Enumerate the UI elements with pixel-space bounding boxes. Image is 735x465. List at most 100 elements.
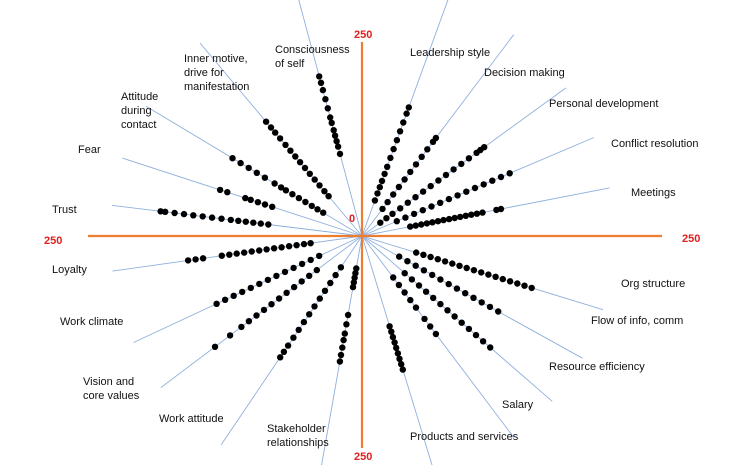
spoke-label-line: of self bbox=[275, 58, 305, 70]
spoke-label-consciousness-of-self: Consciousness of self bbox=[275, 44, 350, 70]
data-point-org-structure-0 bbox=[413, 249, 420, 256]
data-point-attitude-during-contact-12 bbox=[237, 159, 244, 167]
data-point-inner-motive-drive-for-manifestation-3 bbox=[311, 176, 318, 183]
data-point-products-and-services-5 bbox=[394, 350, 402, 357]
spoke-label-line: Products and services bbox=[410, 431, 519, 443]
data-point-vision-and-core-values-6 bbox=[268, 301, 275, 308]
spoke-line-resource-efficiency bbox=[361, 235, 553, 402]
data-point-inner-motive-drive-for-manifestation-4 bbox=[306, 170, 313, 177]
spoke-label-line: Flow of info, comm bbox=[591, 315, 683, 327]
data-point-loyalty-12 bbox=[218, 252, 225, 259]
data-point-vision-and-core-values-12 bbox=[211, 343, 219, 350]
spoke-label-line: Loyalty bbox=[52, 264, 87, 276]
data-point-conflict-resolution-10 bbox=[480, 181, 487, 188]
data-point-meetings-8 bbox=[451, 214, 458, 222]
data-point-products-and-services-6 bbox=[396, 355, 403, 362]
data-point-trust-0 bbox=[265, 221, 272, 228]
data-point-salary-0 bbox=[390, 274, 397, 281]
spoke-line-conflict-resolution bbox=[361, 137, 595, 237]
spoke-label-loyalty: Loyalty bbox=[52, 264, 87, 276]
data-point-flow-of-info-comm-1 bbox=[404, 258, 411, 265]
data-point-decision-making-1 bbox=[384, 198, 391, 206]
spoke-label-line: Trust bbox=[52, 204, 77, 216]
data-point-leadership-style-9 bbox=[396, 128, 404, 135]
spoke-label-line: Attitude bbox=[121, 91, 158, 103]
spoke-label-vision-and-core-values: Vision and core values bbox=[83, 376, 140, 402]
data-point-resource-efficiency-11 bbox=[479, 338, 487, 345]
data-point-flow-of-info-comm-12 bbox=[495, 308, 502, 315]
spoke-label-work-climate: Work climate bbox=[60, 316, 123, 328]
data-point-loyalty-4 bbox=[278, 244, 285, 251]
data-point-inner-motive-drive-for-manifestation-7 bbox=[292, 153, 299, 160]
data-point-work-attitude-3 bbox=[321, 287, 329, 294]
data-point-meetings-9 bbox=[457, 213, 464, 221]
data-point-vision-and-core-values-10 bbox=[238, 323, 245, 331]
spoke-line-work-attitude bbox=[220, 235, 363, 446]
data-point-decision-making-7 bbox=[418, 153, 425, 160]
data-point-stakeholder-relationships-7 bbox=[341, 330, 348, 337]
data-point-meetings-0 bbox=[407, 223, 414, 230]
data-point-attitude-during-contact-8 bbox=[271, 180, 278, 187]
data-point-work-attitude-4 bbox=[316, 295, 323, 302]
data-point-products-and-services-7 bbox=[398, 361, 405, 368]
spoke-line-attitude-during-contact bbox=[145, 105, 363, 237]
axis-label-bottom: 250 bbox=[354, 451, 372, 463]
data-point-org-structure-15 bbox=[521, 282, 528, 289]
data-point-personal-development-6 bbox=[419, 188, 427, 195]
data-point-trust-13 bbox=[157, 208, 164, 215]
data-point-meetings-6 bbox=[440, 216, 447, 224]
data-point-trust-7 bbox=[208, 214, 216, 221]
data-point-decision-making-2 bbox=[390, 191, 397, 198]
data-point-org-structure-7 bbox=[463, 264, 470, 272]
data-point-inner-motive-drive-for-manifestation-13 bbox=[262, 118, 270, 125]
data-point-stakeholder-relationships-11 bbox=[336, 358, 344, 365]
data-point-resource-efficiency-8 bbox=[458, 319, 465, 326]
data-point-resource-efficiency-0 bbox=[401, 270, 408, 277]
spoke-label-flow-of-info-comm: Flow of info, comm bbox=[591, 315, 683, 327]
data-point-org-structure-16 bbox=[528, 284, 535, 292]
data-point-trust-10 bbox=[180, 210, 188, 218]
spoke-label-line: Consciousness bbox=[275, 44, 350, 56]
data-point-flow-of-info-comm-9 bbox=[470, 294, 477, 301]
spoke-label-leadership-style: Leadership style bbox=[410, 47, 490, 59]
data-point-trust-5 bbox=[227, 216, 234, 224]
spoke-label-line: during bbox=[121, 105, 152, 117]
spoke-label-fear: Fear bbox=[78, 144, 101, 156]
data-point-attitude-during-contact-13 bbox=[229, 155, 236, 162]
data-point-conflict-resolution-8 bbox=[463, 188, 470, 195]
data-point-attitude-during-contact-0 bbox=[320, 209, 327, 216]
data-point-trust-1 bbox=[257, 220, 264, 227]
spoke-label-line: Vision and bbox=[83, 376, 134, 388]
spoke-label-line: drive for bbox=[184, 67, 224, 79]
spoke-label-meetings: Meetings bbox=[631, 187, 676, 199]
data-point-leadership-style-0 bbox=[371, 197, 379, 204]
data-point-fear-2 bbox=[254, 199, 262, 206]
spoke-label-line: relationships bbox=[267, 437, 329, 449]
spoke-label-personal-development: Personal development bbox=[549, 98, 658, 110]
spoke-line-decision-making bbox=[361, 34, 515, 237]
data-point-personal-development-11 bbox=[458, 160, 465, 168]
data-point-work-attitude-9 bbox=[290, 334, 297, 341]
data-point-work-attitude-6 bbox=[306, 311, 313, 318]
data-point-conflict-resolution-12 bbox=[497, 173, 505, 181]
data-point-products-and-services-2 bbox=[389, 333, 397, 341]
data-point-salary-3 bbox=[407, 296, 414, 304]
data-point-work-attitude-10 bbox=[284, 342, 292, 349]
spoke-line-work-climate bbox=[133, 235, 363, 343]
data-point-personal-development-4 bbox=[404, 199, 411, 206]
spoke-label-line: Inner motive, bbox=[184, 53, 248, 65]
spoke-label-trust: Trust bbox=[52, 204, 77, 216]
data-point-vision-and-core-values-1 bbox=[306, 272, 313, 279]
data-point-work-climate-3 bbox=[290, 264, 297, 272]
data-point-leadership-style-11 bbox=[403, 110, 410, 117]
data-point-flow-of-info-comm-6 bbox=[445, 280, 452, 288]
data-point-stakeholder-relationships-5 bbox=[344, 311, 352, 319]
data-point-leadership-style-4 bbox=[381, 170, 388, 178]
spoke-label-line: core values bbox=[83, 390, 140, 402]
data-point-meetings-7 bbox=[445, 215, 453, 223]
data-point-personal-development-9 bbox=[442, 171, 450, 179]
data-point-attitude-during-contact-2 bbox=[308, 202, 315, 210]
data-point-work-attitude-0 bbox=[337, 264, 345, 271]
data-point-personal-development-5 bbox=[412, 194, 419, 201]
